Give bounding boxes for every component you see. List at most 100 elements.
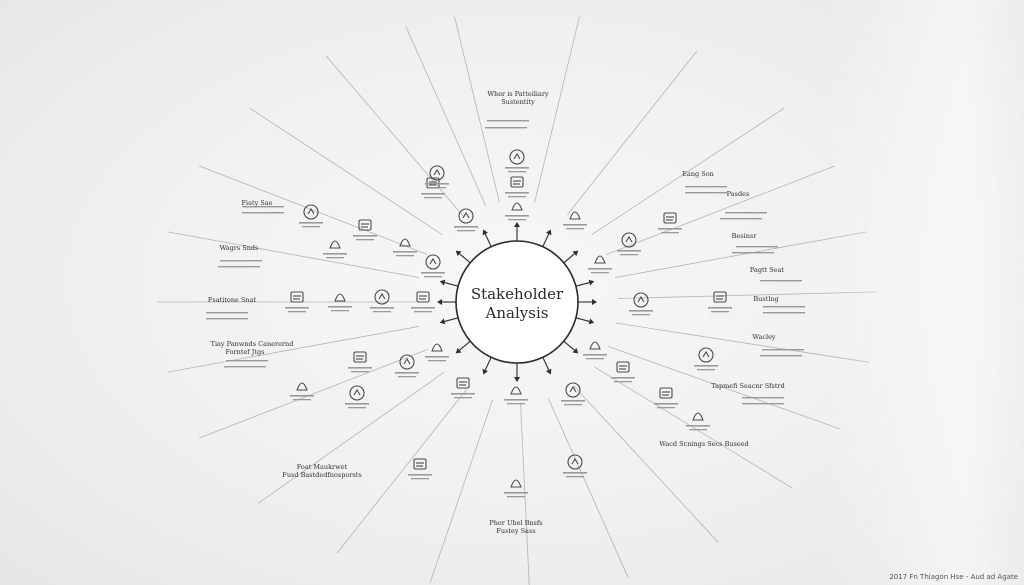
arrow-spoke bbox=[563, 253, 575, 264]
text-scribble bbox=[760, 355, 802, 357]
arrow-spoke bbox=[444, 282, 459, 287]
stakeholder-icon bbox=[708, 291, 732, 313]
ray-line bbox=[520, 402, 530, 585]
text-scribble bbox=[742, 397, 784, 399]
ray-line bbox=[336, 389, 467, 554]
ray-line bbox=[167, 326, 420, 373]
stakeholder-icon bbox=[504, 479, 528, 498]
arrowhead bbox=[588, 279, 595, 286]
arrowhead bbox=[482, 229, 489, 236]
ray-line bbox=[257, 371, 445, 504]
center-circle bbox=[455, 240, 579, 364]
branch-label-se-3: Wacd Scnings Secs Buseed bbox=[659, 440, 748, 448]
stakeholder-icon bbox=[408, 458, 432, 480]
branch-label-w-3: Fsatitone Snat bbox=[208, 296, 257, 304]
text-scribble bbox=[220, 260, 262, 262]
text-scribble bbox=[685, 186, 727, 188]
stakeholder-icon bbox=[658, 212, 682, 234]
text-scribble bbox=[224, 366, 266, 368]
branch-label-nw-1: Wagrs Snds bbox=[220, 244, 259, 252]
text-scribble bbox=[242, 206, 284, 208]
branch-label-bottom-2: Fustey Sass bbox=[496, 527, 535, 535]
arrow-spoke bbox=[575, 282, 590, 287]
arrowhead bbox=[437, 299, 442, 305]
ray-line bbox=[591, 107, 785, 235]
text-scribble bbox=[736, 246, 778, 248]
outer-rays bbox=[157, 16, 877, 585]
stakeholder-icon bbox=[393, 238, 417, 257]
stakeholder-icon bbox=[654, 387, 678, 409]
branch-label-ne-2: Pasdes bbox=[727, 190, 750, 198]
stakeholder-icon bbox=[505, 176, 529, 198]
text-scribble bbox=[487, 120, 529, 122]
ray-line bbox=[615, 322, 870, 363]
arrow-spoke bbox=[444, 317, 459, 322]
ray-line bbox=[167, 231, 420, 278]
stakeholder-icon bbox=[451, 377, 475, 399]
arrowhead bbox=[545, 368, 552, 375]
stakeholder-icon bbox=[421, 254, 445, 278]
stakeholder-icon bbox=[299, 204, 323, 228]
stakeholder-icon bbox=[617, 232, 641, 256]
arrow-spoke bbox=[459, 340, 471, 351]
spokes bbox=[437, 222, 597, 382]
arrow-spoke bbox=[459, 253, 471, 264]
text-scribble bbox=[760, 280, 802, 282]
stakeholder-icon bbox=[425, 343, 449, 362]
ray-line bbox=[607, 345, 841, 430]
stakeholder-icon bbox=[583, 341, 607, 360]
stakeholder-icon bbox=[425, 165, 449, 189]
arrowhead bbox=[455, 347, 462, 354]
text-scribble bbox=[763, 306, 805, 308]
stakeholder-icon bbox=[370, 289, 394, 313]
ray-line bbox=[198, 349, 428, 439]
stakeholder-icon bbox=[505, 149, 529, 173]
stakeholder-icon bbox=[504, 386, 528, 405]
arrowhead bbox=[455, 250, 462, 257]
ray-line bbox=[325, 55, 464, 217]
arrowhead bbox=[439, 279, 446, 286]
branch-label-e-3: Bustlng bbox=[753, 295, 778, 303]
stakeholder-icon bbox=[588, 255, 612, 274]
stakeholder-icon bbox=[328, 293, 352, 312]
label-texture bbox=[206, 120, 805, 405]
branch-label-e-2: Pagtt Seat bbox=[750, 266, 785, 274]
stakeholder-icon bbox=[505, 202, 529, 221]
stakeholder-icon bbox=[611, 361, 635, 383]
arrow-spoke bbox=[484, 357, 492, 371]
stakeholder-icon bbox=[395, 354, 419, 378]
text-scribble bbox=[242, 212, 284, 214]
text-scribble bbox=[226, 360, 268, 362]
ray-line bbox=[594, 366, 793, 489]
arrow-spoke bbox=[575, 317, 590, 322]
ray-line bbox=[617, 291, 877, 299]
center-title-line2: Analysis bbox=[485, 304, 549, 322]
stakeholder-icon bbox=[563, 454, 587, 478]
arrowhead bbox=[482, 368, 489, 375]
ray-line bbox=[454, 16, 500, 203]
branch-label-e-1: Besinsr bbox=[732, 232, 758, 240]
center-title-line1: Stakeholder bbox=[471, 285, 564, 303]
arrow-spoke bbox=[542, 233, 550, 247]
branch-label-bottom-1: Pher Ubel Bnsfs bbox=[489, 519, 542, 527]
text-scribble bbox=[742, 403, 784, 405]
arrowhead bbox=[514, 222, 520, 227]
text-scribble bbox=[485, 127, 527, 129]
stakeholder-icon bbox=[285, 291, 309, 313]
branch-label-w-2: Forntef Jtgs bbox=[225, 348, 264, 356]
branch-label-w-1: Tiay Panwnds Canerernd bbox=[211, 340, 294, 348]
stakeholder-icon bbox=[290, 382, 314, 401]
ray-line bbox=[534, 16, 580, 203]
text-scribble bbox=[725, 212, 767, 214]
ray-line bbox=[249, 107, 443, 235]
text-scribble bbox=[763, 312, 805, 314]
text-scribble bbox=[206, 318, 248, 320]
branch-label-top-1: Wher is Patteiliary bbox=[487, 90, 549, 98]
stakeholder-icon bbox=[629, 292, 653, 316]
stakeholder-icon bbox=[411, 291, 435, 313]
arrow-spoke bbox=[563, 340, 575, 351]
branch-label-nw-2: Fiaty Sae bbox=[242, 199, 273, 207]
ray-line bbox=[198, 165, 428, 255]
ray-line bbox=[405, 26, 487, 207]
